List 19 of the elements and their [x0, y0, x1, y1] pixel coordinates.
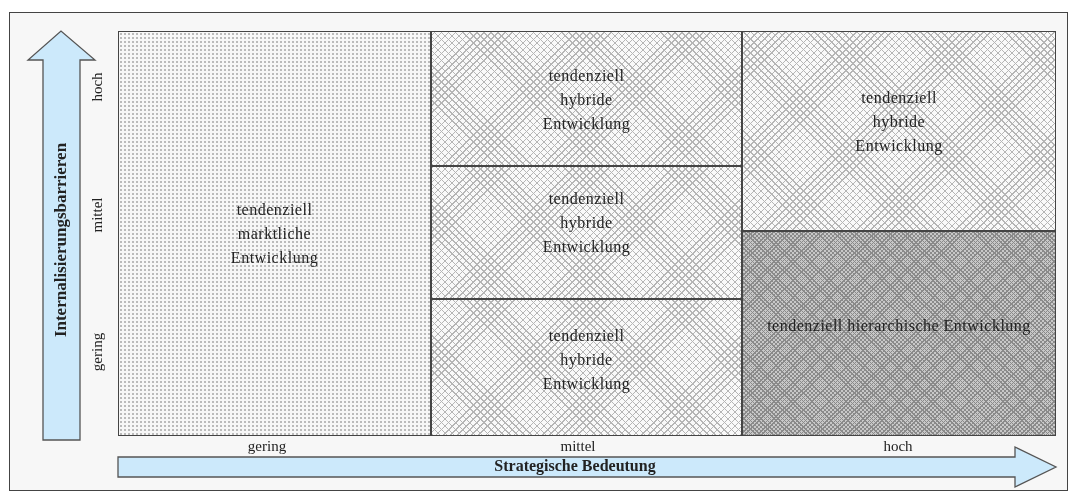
cell-text: tendenziell hybride Entwicklung — [541, 66, 632, 135]
axis-title: Strategische Bedeutung — [494, 456, 656, 476]
axis-tick-label: hoch — [87, 72, 106, 102]
cell-text: tendenziell hybride Entwicklung — [541, 326, 632, 395]
matrix-cell — [742, 231, 1056, 436]
axis-tick-label: mittel — [87, 197, 106, 233]
axis-tick-label: gering — [87, 332, 106, 372]
matrix-cell — [431, 31, 742, 166]
matrix-cell — [742, 31, 1056, 231]
matrix-cell — [118, 31, 431, 436]
axis-tick-label: gering — [247, 437, 287, 455]
axis-tick-label: mittel — [560, 437, 596, 455]
cell-text: tendenziell marktliche Entwicklung — [229, 199, 320, 269]
matrix-cell — [431, 166, 742, 299]
cell-text: tendenziell hybride Entwicklung — [854, 88, 944, 157]
cell-text: tendenziell hybride Entwicklung — [541, 189, 632, 258]
matrix-cell — [431, 299, 742, 436]
axis-tick-label: hoch — [883, 437, 913, 455]
axis-title: Internalisierungsbarrieren — [50, 142, 72, 338]
